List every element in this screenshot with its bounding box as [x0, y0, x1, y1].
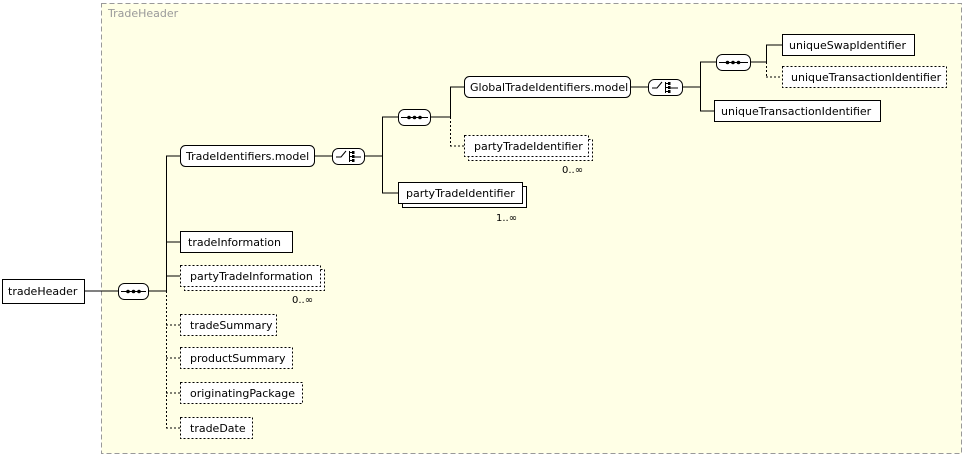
svg-text:GlobalTradeIdentifiers.model: GlobalTradeIdentifiers.model: [470, 81, 628, 94]
group-label: TradeHeader: [107, 7, 179, 20]
element-uniqueTransactionIdentifier[interactable]: uniqueTransactionIdentifier: [714, 100, 881, 122]
element-partyTradeIdentifier[interactable]: partyTradeIdentifier 1..∞: [398, 182, 527, 225]
element-uniqueTransactionIdentifier-optional[interactable]: uniqueTransactionIdentifier: [782, 66, 947, 88]
svg-text:tradeHeader: tradeHeader: [8, 285, 78, 298]
element-productSummary[interactable]: productSummary: [180, 347, 293, 369]
element-originatingPackage[interactable]: originatingPackage: [180, 382, 303, 404]
svg-text:tradeDate: tradeDate: [190, 422, 246, 435]
svg-text:TradeIdentifiers.model: TradeIdentifiers.model: [185, 150, 309, 163]
choice-compositor-global[interactable]: [648, 79, 683, 96]
group-ref-globalTradeIdentifiersModel[interactable]: GlobalTradeIdentifiers.model: [464, 76, 631, 98]
svg-text:uniqueTransactionIdentifier: uniqueTransactionIdentifier: [721, 105, 872, 118]
svg-text:tradeInformation: tradeInformation: [188, 236, 281, 249]
svg-text:partyTradeIdentifier: partyTradeIdentifier: [474, 140, 583, 153]
svg-text:tradeSummary: tradeSummary: [190, 319, 273, 332]
sequence-compositor-swap[interactable]: [716, 54, 751, 71]
svg-text:partyTradeIdentifier: partyTradeIdentifier: [406, 187, 515, 200]
occurrence-label: 0..∞: [292, 295, 313, 306]
svg-text:uniqueSwapIdentifier: uniqueSwapIdentifier: [789, 39, 906, 52]
occurrence-label: 0..∞: [562, 165, 583, 176]
occurrence-label: 1..∞: [496, 213, 517, 224]
connectors: [85, 44, 782, 292]
element-uniqueSwapIdentifier[interactable]: uniqueSwapIdentifier: [782, 34, 915, 56]
element-partyTradeInformation[interactable]: partyTradeInformation 0..∞: [180, 265, 325, 307]
svg-text:uniqueTransactionIdentifier: uniqueTransactionIdentifier: [791, 71, 942, 84]
svg-text:partyTradeInformation: partyTradeInformation: [190, 270, 313, 283]
svg-text:originatingPackage: originatingPackage: [190, 387, 295, 400]
element-partyTradeIdentifier-optional[interactable]: partyTradeIdentifier 0..∞: [464, 135, 593, 177]
element-tradeSummary[interactable]: tradeSummary: [180, 314, 277, 336]
sequence-compositor-inner[interactable]: [398, 109, 431, 126]
svg-text:productSummary: productSummary: [190, 352, 286, 365]
element-tradeHeader[interactable]: tradeHeader: [2, 279, 85, 304]
choice-compositor-tradeIdentifiers[interactable]: [332, 148, 365, 165]
element-tradeInformation[interactable]: tradeInformation: [180, 231, 293, 253]
sequence-compositor-root[interactable]: [118, 283, 149, 300]
group-ref-tradeIdentifiersModel[interactable]: TradeIdentifiers.model: [180, 145, 315, 167]
optional-connectors: [166, 62, 782, 429]
element-tradeDate[interactable]: tradeDate: [180, 417, 253, 439]
